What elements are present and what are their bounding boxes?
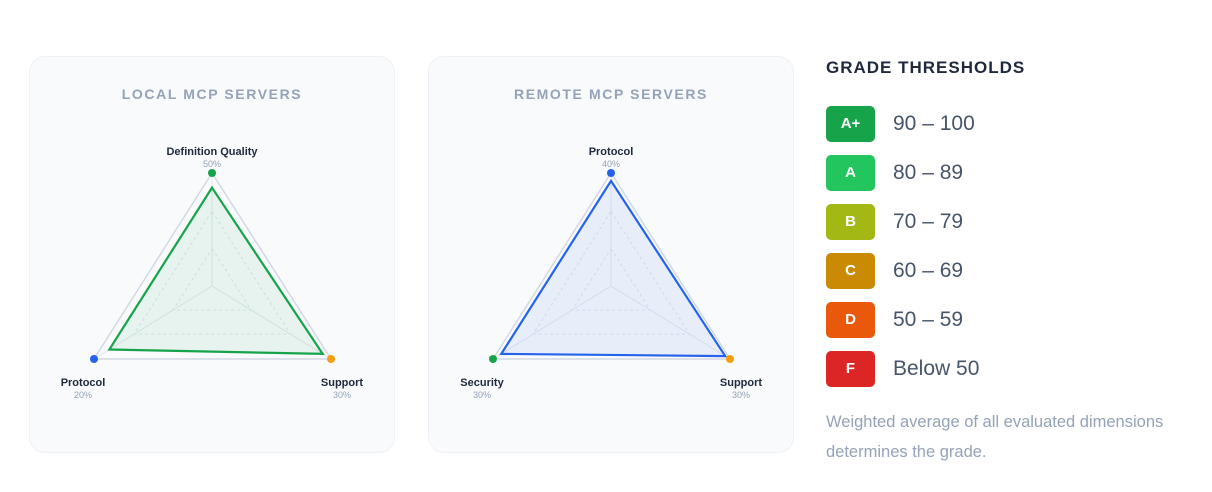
grade-badge: F (826, 350, 875, 387)
grid-ring (133, 210, 292, 335)
grade-range: 80 – 89 (893, 160, 964, 184)
grade-row: B 70 – 79 (826, 197, 1186, 246)
data-polygon (499, 178, 728, 358)
grid-ring (532, 210, 691, 335)
grade-row: C 60 – 69 (826, 246, 1186, 295)
axis-dot (489, 355, 497, 363)
axis-dot (208, 169, 216, 177)
grade-row: D 50 – 59 (826, 295, 1186, 344)
card-title: LOCAL MCP SERVERS (121, 86, 303, 102)
thresholds-title: GRADE THRESHOLDS (826, 58, 1026, 77)
axis-dot (327, 355, 335, 363)
grade-range: 70 – 79 (893, 209, 964, 233)
grid-ring (172, 247, 253, 311)
axis-weight: 40% (602, 159, 620, 169)
grid-spoke (492, 285, 612, 360)
grade-badge: A+ (826, 105, 875, 142)
axis-label: Protocol (61, 377, 106, 389)
grade-range: 90 – 100 (893, 111, 975, 135)
axis-weight: 30% (732, 390, 750, 400)
grade-badge: A (826, 154, 875, 191)
axis-weight: 30% (473, 390, 491, 400)
axis-label: Security (460, 377, 504, 389)
grade-range: Below 50 (893, 356, 980, 380)
grid-ring (571, 247, 652, 311)
thresholds-note: Weighted average of all evaluated dimens… (826, 413, 1164, 461)
grade-row: F Below 50 (826, 344, 1186, 393)
axis-label: Support (720, 377, 762, 389)
card-title: REMOTE MCP SERVERS (514, 86, 708, 102)
data-polygon (107, 185, 325, 356)
grade-badge: B (826, 203, 875, 240)
axis-label: Support (321, 377, 363, 389)
grid-spoke (93, 285, 213, 360)
axis-dot (90, 355, 98, 363)
grid-outer (92, 171, 333, 360)
grade-row: A 80 – 89 (826, 148, 1186, 197)
axis-weight: 50% (203, 159, 221, 169)
grid-spoke (211, 285, 332, 360)
grade-range: 50 – 59 (893, 307, 964, 331)
axis-weight: 30% (333, 390, 351, 400)
axis-dot (607, 169, 615, 177)
axis-label: Protocol (589, 146, 634, 158)
grade-range: 60 – 69 (893, 258, 964, 282)
axis-label: Definition Quality (166, 146, 258, 158)
grade-badge: C (826, 252, 875, 289)
grid-spoke (610, 285, 731, 360)
axis-weight: 20% (74, 390, 92, 400)
grid-outer (491, 171, 732, 360)
axis-dot (726, 355, 734, 363)
grade-row: A+ 90 – 100 (826, 99, 1186, 148)
grade-badge: D (826, 301, 875, 338)
